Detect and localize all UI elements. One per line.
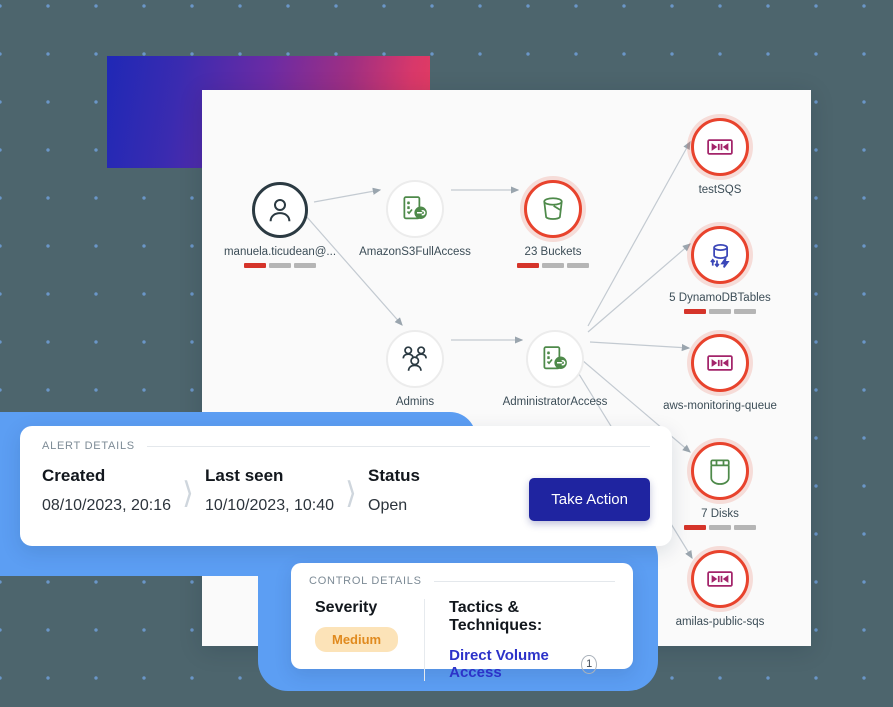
control-details-header: CONTROL DETAILS [309,575,615,587]
node-label: testSQS [698,184,742,196]
control-details-columns: Severity Medium Tactics & Techniques: Di… [309,599,615,681]
node-label: 23 Buckets [524,246,582,258]
node-label: Admins [395,396,435,408]
sqs-queue-icon [691,550,749,608]
tactic-row: Direct Volume Access 1 [449,647,597,681]
graph-node-user[interactable]: manuela.ticudean@... [220,182,340,269]
node-status-bars [244,263,316,269]
graph-node-testsqs[interactable]: testSQS [660,118,780,197]
severity-badge: Medium [315,627,399,652]
status-label: Status [368,466,420,485]
sqs-queue-icon [691,118,749,176]
node-status-bars [517,263,589,269]
graph-node-buckets[interactable]: 23 Buckets [493,180,613,269]
graph-node-dynamodbtables[interactable]: 5 DynamoDBTables [660,226,780,315]
alert-details-card: ALERT DETAILS Created 08/10/2023, 20:16 … [20,426,672,546]
node-label: amilas-public-sqs [675,616,765,628]
tactic-count-badge: 1 [581,654,597,674]
node-label: AdministratorAccess [502,396,608,408]
dynamodb-icon [691,226,749,284]
created-value: 08/10/2023, 20:16 [42,497,172,514]
policy-key-icon [526,330,584,388]
graph-node-admins[interactable]: Admins [355,330,475,409]
node-label: manuela.ticudean@... [223,246,337,258]
graph-canvas[interactable]: manuela.ticudean@... AmazonS3FullAccess [202,90,811,646]
disk-icon [691,442,749,500]
last-seen-column: Last seen 10/10/2023, 10:40 [205,466,334,515]
tactic-link[interactable]: Direct Volume Access [449,647,549,681]
node-status-bars [684,525,756,531]
node-label: 7 Disks [701,508,739,520]
alert-details-header: ALERT DETAILS [42,440,650,452]
tactics-column: Tactics & Techniques: Direct Volume Acce… [424,599,615,681]
graph-node-administratoraccess[interactable]: AdministratorAccess [495,330,615,409]
node-label: 5 DynamoDBTables [669,292,771,304]
status-value: Open [368,497,408,514]
graph-node-amazons3fullaccess[interactable]: AmazonS3FullAccess [355,180,475,259]
severity-label: Severity [315,599,378,616]
user-icon [252,182,308,238]
header-rule [433,580,615,582]
admins-icon [386,330,444,388]
sqs-queue-icon [691,334,749,392]
policy-key-icon [386,180,444,238]
node-label: AmazonS3FullAccess [359,246,471,258]
created-column: Created 08/10/2023, 20:16 [42,466,171,515]
alert-details-title: ALERT DETAILS [42,440,135,452]
control-details-card: CONTROL DETAILS Severity Medium Tactics … [291,563,633,681]
graph-node-amilas-public-sqs[interactable]: amilas-public-sqs [660,550,780,629]
header-rule [146,445,650,447]
node-label: aws-monitoring-queue [663,400,777,412]
last-seen-value: 10/10/2023, 10:40 [205,497,335,514]
control-details-title: CONTROL DETAILS [309,575,422,587]
created-label: Created [42,466,106,485]
graph-node-disks[interactable]: 7 Disks [660,442,780,531]
column-divider-icon: ⟩ [182,477,194,510]
last-seen-label: Last seen [205,466,284,485]
bucket-icon [524,180,582,238]
column-divider-icon: ⟩ [345,477,357,510]
graph-node-aws-monitoring-queue[interactable]: aws-monitoring-queue [660,334,780,413]
take-action-button[interactable]: Take Action [529,478,650,521]
status-column: Status Open [368,466,420,515]
tactics-label: Tactics & Techniques: [449,599,543,634]
severity-column: Severity Medium [309,599,424,681]
alert-details-columns: Created 08/10/2023, 20:16 ⟩ Last seen 10… [42,466,650,521]
node-status-bars [684,309,756,315]
